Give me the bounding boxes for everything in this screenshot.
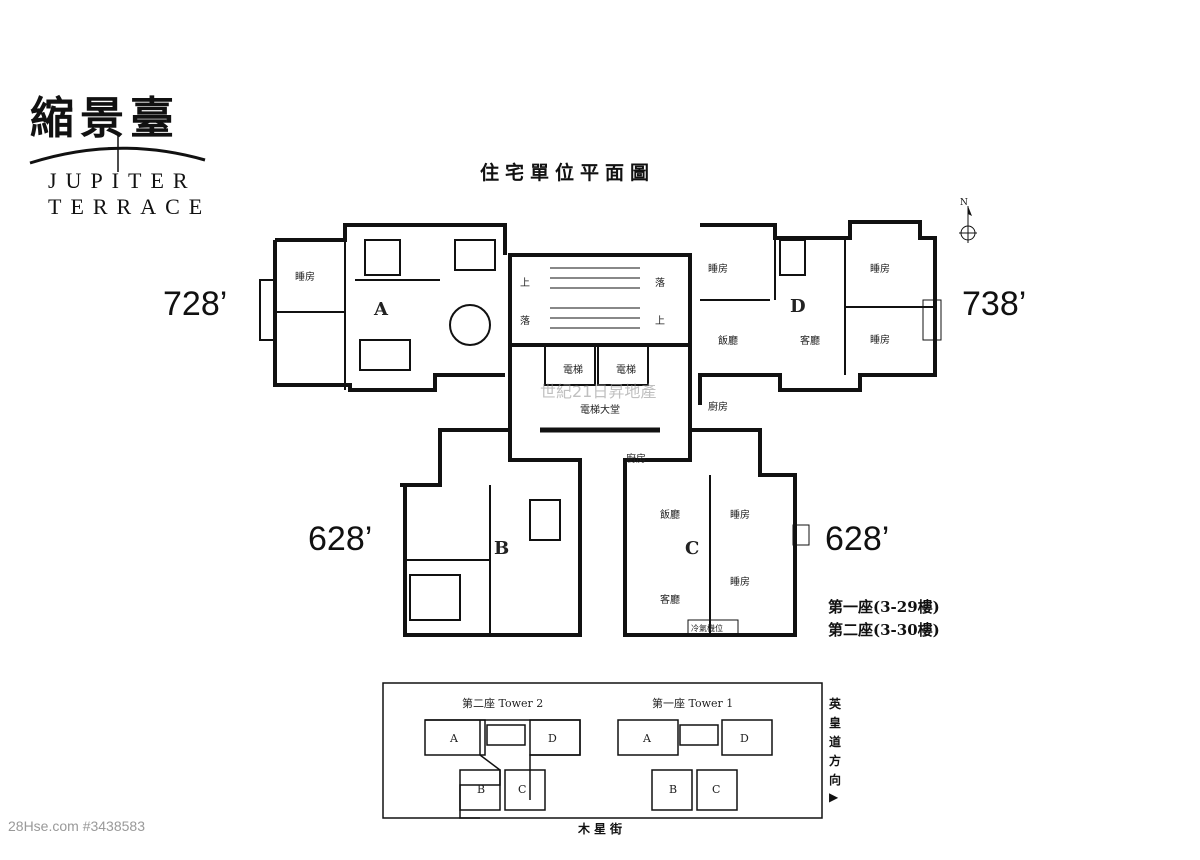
room-kitchen: 廚房 [708, 400, 728, 413]
unit-d-area: 738’ [962, 285, 1027, 323]
street-label: 木星街 [578, 822, 627, 836]
site-watermark: 28Hse.com #3438583 [8, 818, 145, 834]
key-plan-tower1: 第一座 Tower 1 [652, 696, 733, 710]
key-unit-d: D [548, 732, 557, 745]
key-plan-tower2: 第二座 Tower 2 [462, 696, 543, 710]
stair-up: 上 [520, 277, 530, 289]
tower-2-floors: 第二座(3-30樓) [828, 621, 940, 639]
unit-b-area: 628’ [308, 520, 373, 558]
key-unit-a: A [642, 732, 652, 745]
unit-a-label: A [373, 299, 389, 320]
compass-label: N [960, 198, 968, 208]
direction-arrow-icon: ▶ [829, 790, 839, 804]
room-kitchen: 廚房 [626, 452, 646, 465]
room-bedroom: 睡房 [870, 262, 890, 275]
unit-a-area: 728’ [163, 285, 228, 323]
logo-english-1: JUPITER [48, 168, 197, 193]
road-direction-label: 英皇道方向 [828, 697, 841, 787]
tower-1-floors: 第一座(3-29樓) [828, 598, 940, 616]
key-unit-d: D [740, 732, 749, 745]
logo-chinese: 縮景臺 [30, 93, 180, 144]
key-unit-b: B [477, 783, 485, 796]
room-living: 客廳 [800, 334, 820, 347]
north-arrow-icon: N [956, 198, 982, 244]
ac-position: 冷氣機位 [691, 623, 723, 633]
stair-down: 落 [520, 315, 530, 327]
room-bedroom: 睡房 [295, 270, 315, 283]
unit-c-label: C [685, 538, 699, 559]
unit-b-label: B [494, 538, 509, 559]
room-bedroom: 睡房 [870, 333, 890, 346]
key-unit-c: C [518, 783, 526, 796]
room-bedroom: 睡房 [730, 508, 750, 521]
room-bedroom: 睡房 [730, 575, 750, 588]
room-lift: 電梯 [563, 363, 583, 376]
room-bedroom: 睡房 [708, 262, 728, 275]
room-lift-lobby: 電梯大堂 [580, 403, 620, 416]
stair-down: 落 [655, 277, 665, 289]
key-unit-a: A [449, 732, 459, 745]
room-living: 客廳 [660, 593, 680, 606]
agent-watermark: 世紀21日昇地產 [540, 382, 657, 401]
unit-d-label: D [790, 296, 806, 317]
page-title: 住宅單位平面圖 [480, 162, 656, 184]
stair-up: 上 [655, 315, 665, 327]
room-lift: 電梯 [616, 363, 636, 376]
key-unit-c: C [712, 783, 720, 796]
unit-c-area: 628’ [825, 520, 890, 558]
room-dining: 飯廳 [660, 508, 680, 521]
logo-english-2: TERRACE [48, 194, 212, 219]
key-unit-b: B [669, 783, 677, 796]
room-dining: 飯廳 [718, 334, 738, 347]
